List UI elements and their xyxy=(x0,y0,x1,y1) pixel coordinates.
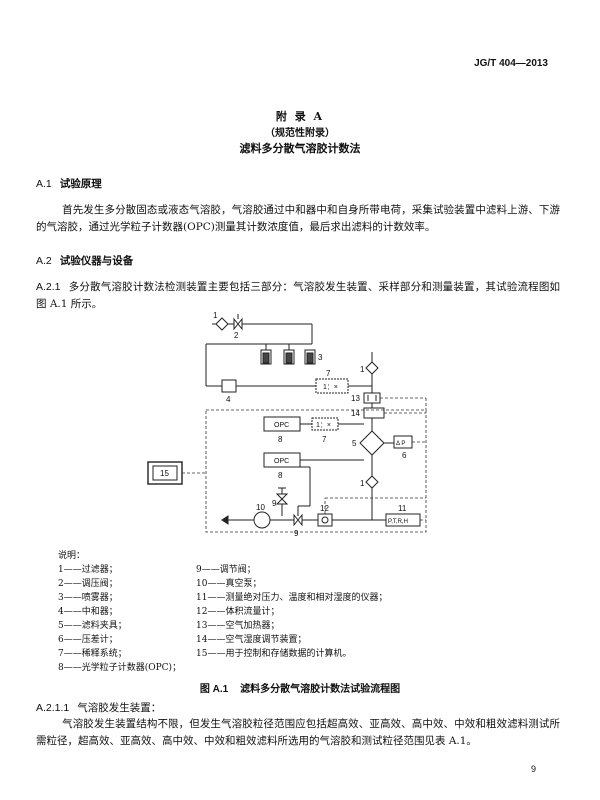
legend-item: 6——压差计； xyxy=(58,635,118,645)
legend-item: 7——稀释系统； xyxy=(58,649,127,659)
section-a1-heading: A.1 试验原理 xyxy=(36,176,102,191)
opc-downstream-text: OPC xyxy=(274,458,289,465)
legend-item: 13——空气加热器； xyxy=(196,621,280,631)
label-11: 11 xyxy=(398,504,407,513)
clause-number: A.2.1.1 xyxy=(36,702,70,714)
label-4: 4 xyxy=(226,395,231,404)
air-heater-symbol xyxy=(363,392,381,404)
label-3: 3 xyxy=(318,353,323,362)
label-5: 5 xyxy=(352,439,357,448)
label-8b: 8 xyxy=(278,471,283,480)
opc-upstream-text: OPC xyxy=(274,422,289,429)
legend-item: 9——调节阀； xyxy=(196,565,256,575)
section-a2-heading: A.2 试验仪器与设备 xyxy=(36,253,133,268)
delta-p-text: Δ P xyxy=(396,441,405,447)
legend-title: 说明： xyxy=(58,551,86,561)
appendix-title: 附 录 A xyxy=(275,110,325,123)
neutralizer-symbol xyxy=(221,379,237,393)
label-9b: 9 xyxy=(294,529,299,538)
dilution-ratio-top: 1：× xyxy=(323,384,338,391)
humidity-regulator-symbol xyxy=(363,407,385,419)
clause-a211: A.2.1.1 气溶胶发生装置： xyxy=(36,700,560,717)
legend-item: 1——过滤器； xyxy=(58,565,118,575)
label-12: 12 xyxy=(320,504,329,513)
dilution-ratio-middle: 1：× xyxy=(316,422,331,429)
flow-diagram: 1 2 3 4 7 1：× 1 13 14 OPC 1：× 7 8 5 Δ P … xyxy=(147,311,427,538)
filter-holder-symbol xyxy=(359,430,385,456)
section-title: 试验原理 xyxy=(59,178,102,190)
standard-number: JG/T 404—2013 xyxy=(474,58,548,69)
label-1b: 1 xyxy=(360,365,365,374)
outlet-filter-symbol xyxy=(365,475,379,489)
figure-number: 图 A.1 xyxy=(199,684,229,695)
label-9a: 9 xyxy=(272,499,277,508)
label-10: 10 xyxy=(256,503,265,512)
label-7a: 7 xyxy=(326,369,331,378)
ptrh-text: P,T,R,H xyxy=(388,519,408,525)
legend-item: 14——空气湿度调节装置； xyxy=(196,635,307,645)
section-a1-paragraph: 首先发生多分散固态或液态气溶胶，气溶胶通过中和器中和自身所带电荷，采集试验装置中… xyxy=(36,202,560,236)
vacuum-pump-symbol xyxy=(253,511,271,529)
label-2: 2 xyxy=(234,331,239,340)
legend-item: 5——滤料夹具； xyxy=(58,621,127,631)
appendix-subtitle: （规范性附录） xyxy=(265,128,335,139)
paragraph-text: 气溶胶发生装置结构不限，但发生气溶胶粒径范围应包括超高效、亚高效、高中效、中效和… xyxy=(36,718,560,747)
legend-item: 8——光学粒子计数器(OPC)； xyxy=(58,663,182,673)
label-6: 6 xyxy=(402,451,407,460)
clause-a211-paragraph: 气溶胶发生装置结构不限，但发生气溶胶粒径范围应包括超高效、亚高效、高中效、中效和… xyxy=(36,716,560,750)
page-number: 9 xyxy=(530,764,536,774)
inlet-filter-symbol xyxy=(365,361,379,375)
clause-number: A.2.1 xyxy=(36,281,61,293)
appendix-name: 滤料多分散气溶胶计数法 xyxy=(239,142,361,155)
regulating-valve-symbol xyxy=(293,513,303,527)
paragraph-text: 多分散气溶胶计数法检测装置主要包括三部分：气溶胶发生装置、采样部分和测量装置，其… xyxy=(36,281,560,310)
paragraph-text: 首先发生多分散固态或液态气溶胶，气溶胶通过中和器中和自身所带电荷，采集试验装置中… xyxy=(36,204,560,233)
label-1c: 1 xyxy=(360,479,365,488)
label-7b: 7 xyxy=(322,435,327,444)
regulator-valve-symbol xyxy=(233,317,243,331)
legend-item: 12——体积流量计； xyxy=(196,607,280,617)
label-14: 14 xyxy=(351,409,360,418)
section-title: 试验仪器与设备 xyxy=(59,255,134,267)
legend-item: 3——喷雾器； xyxy=(58,593,118,603)
filter-1-symbol xyxy=(215,317,229,331)
legend-item: 4——中和器； xyxy=(58,607,118,617)
label-8a: 8 xyxy=(278,435,283,444)
legend-item: 11——测量绝对压力、温度和相对湿度的仪器； xyxy=(196,593,388,603)
legend-item: 2——调压阀； xyxy=(58,579,118,589)
figure-title: 滤料多分散气溶胶计数法试验流程图 xyxy=(240,684,401,695)
section-number: A.1 xyxy=(36,178,52,190)
label-1a: 1 xyxy=(213,311,218,320)
label-13: 13 xyxy=(351,394,360,403)
section-number: A.2 xyxy=(36,255,52,267)
legend-item: 15——用于控制和存储数据的计算机。 xyxy=(196,649,352,659)
clause-title: 气溶胶发生装置： xyxy=(77,702,162,714)
figure-caption: 图 A.1 滤料多分散气溶胶计数法试验流程图 xyxy=(0,680,600,695)
legend-item: 10——真空泵； xyxy=(196,579,262,589)
computer-label: 15 xyxy=(160,469,169,478)
